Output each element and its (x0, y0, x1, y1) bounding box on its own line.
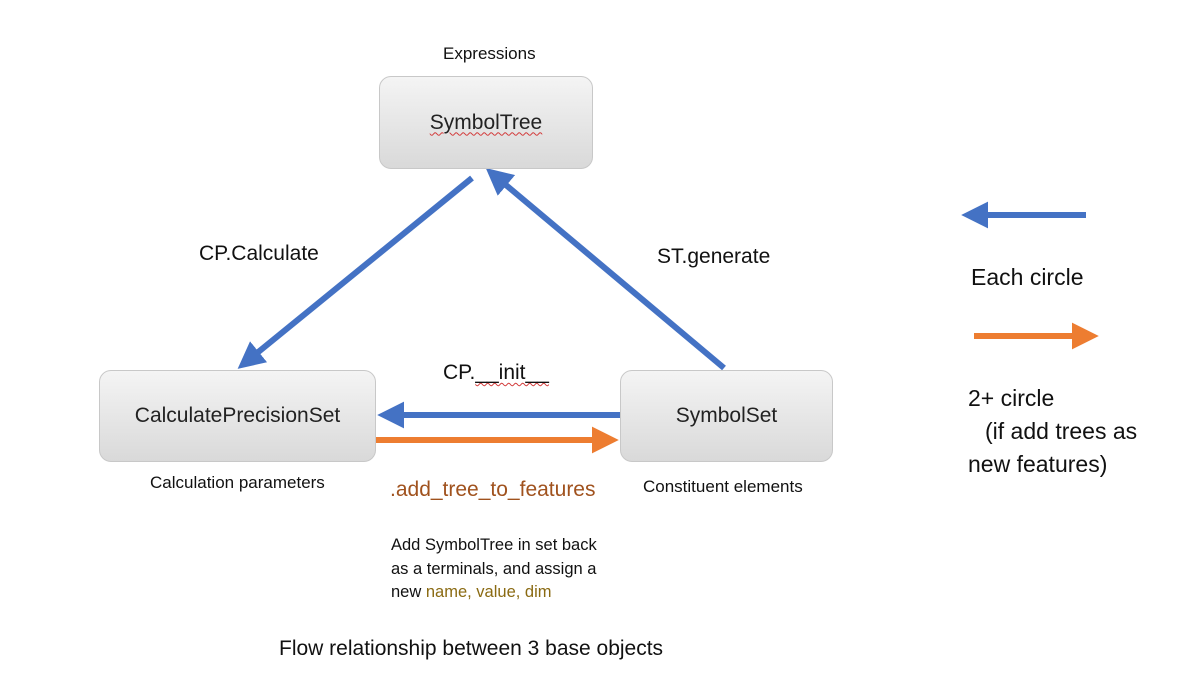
node-symbol-set-label: SymbolSet (675, 404, 778, 427)
caption-expressions: Expressions (443, 44, 536, 63)
note-line-3-prefix: new (391, 583, 426, 601)
legend-orange-line-2: (if add trees as (985, 418, 1138, 444)
note-line-3: new name, value, dim (391, 581, 641, 605)
label-add-tree-to-features: .add_tree_to_features (390, 478, 596, 501)
label-cp-init: CP.__init__ (443, 361, 549, 385)
caption-calculation-parameters: Calculation parameters (150, 473, 325, 492)
label-cp-calculate: CP.Calculate (199, 242, 319, 265)
label-st-generate: ST.generate (657, 245, 771, 268)
note-highlight: name, value, dim (425, 583, 552, 601)
legend-orange-line-3: new features) (968, 451, 1108, 477)
node-calculate-precision-set-label: CalculatePrecisionSet (134, 404, 341, 427)
note-add-symboltree: Add SymbolTree in set back as a terminal… (391, 534, 641, 605)
arrow-cp-calculate (237, 175, 474, 369)
legend-orange-line-1: 2+ circle (968, 385, 1055, 411)
node-symbol-tree: SymbolTree (379, 76, 593, 169)
node-symbol-tree-label: SymbolTree (429, 110, 543, 134)
node-calculate-precision-set: CalculatePrecisionSet (99, 370, 376, 462)
arrow-st-generate (485, 168, 726, 371)
label-cp-init-prefix: CP. (443, 361, 476, 384)
note-line-1: Add SymbolTree in set back (391, 536, 597, 554)
legend-blue-label: Each circle (971, 264, 1084, 290)
diagram-caption: Flow relationship between 3 base objects (279, 637, 664, 660)
node-symbol-set: SymbolSet (620, 370, 833, 462)
caption-constituent-elements: Constituent elements (643, 477, 803, 496)
label-cp-init-name: __init__ (475, 361, 549, 384)
note-line-2: as a terminals, and assign a (391, 559, 597, 578)
